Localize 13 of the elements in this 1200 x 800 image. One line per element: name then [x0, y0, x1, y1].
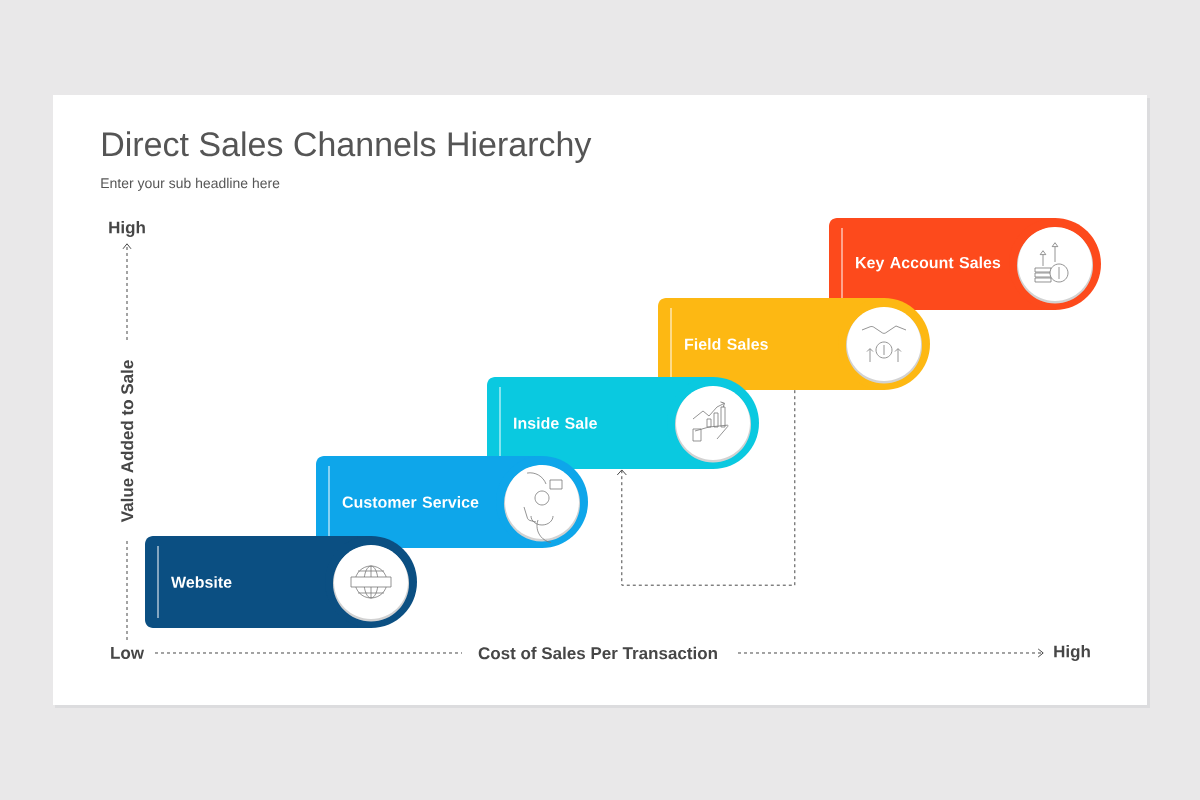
axis-end-label: High [1054, 645, 1090, 661]
axis-end-label: Low [111, 647, 145, 659]
axis-title: Cost of Sales Per Transaction [478, 646, 717, 660]
step-pill: Customer Service [316, 456, 588, 548]
title: Direct Sales Channels Hierarchy [103, 131, 592, 164]
step-pill: Key Account Sales [829, 218, 1101, 310]
axis-title: Value Added to Sale [120, 360, 134, 523]
subtitle: Enter your sub headline here [101, 177, 280, 191]
step-pill: Inside Sale [487, 377, 759, 469]
dashed-arrow [616, 389, 796, 586]
axis-end-label: High [109, 221, 145, 237]
step-pill: Field Sales [658, 298, 930, 390]
step-pill: Website [145, 536, 417, 628]
